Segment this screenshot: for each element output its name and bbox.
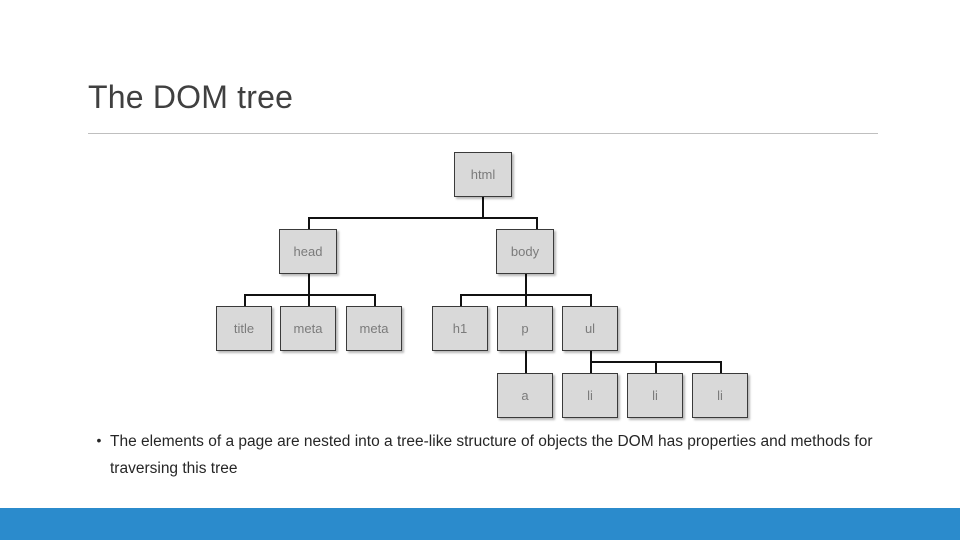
list-item: • The elements of a page are nested into… (88, 428, 888, 482)
tree-node-label: h1 (452, 321, 468, 336)
tree-node-meta-2: meta (346, 306, 402, 351)
bullet-marker: • (96, 432, 102, 448)
tree-node-label: title (233, 321, 255, 336)
edge-p-to-a (525, 351, 527, 373)
edge-body-down (525, 274, 527, 296)
page-title: The DOM tree (88, 79, 294, 115)
tree-node-label: meta (293, 321, 323, 336)
edge-to-head (308, 217, 310, 239)
tree-node-meta-1: meta (280, 306, 336, 351)
dom-tree-diagram: html head body title meta meta h1 p ul a (196, 140, 776, 430)
tree-node-label: a (521, 388, 529, 403)
tree-node-label: li (717, 388, 723, 403)
edge-to-meta1 (308, 294, 310, 316)
tree-node-li-2: li (627, 373, 683, 418)
tree-node-body: body (496, 229, 554, 274)
tree-node-label: li (652, 388, 658, 403)
edge-to-li2 (655, 361, 657, 373)
bullet-text: The elements of a page are nested into a… (110, 433, 873, 478)
edge-to-li3 (720, 361, 722, 373)
edge-to-ul (590, 294, 592, 316)
edge-to-meta2 (374, 294, 376, 316)
tree-node-label: li (587, 388, 593, 403)
tree-node-p: p (497, 306, 553, 351)
footer-accent-bar (0, 508, 960, 540)
tree-node-li-1: li (562, 373, 618, 418)
edge-to-li1 (590, 361, 592, 373)
tree-node-head: head (279, 229, 337, 274)
edge-head-down (308, 274, 310, 296)
tree-node-li-3: li (692, 373, 748, 418)
edge-html-bus (308, 217, 538, 219)
tree-node-label: ul (584, 321, 596, 336)
edge-to-body (536, 217, 538, 239)
tree-node-label: p (521, 321, 529, 336)
tree-node-h1: h1 (432, 306, 488, 351)
edge-html-down (482, 197, 484, 219)
edge-to-p (525, 294, 527, 316)
edge-to-title (244, 294, 246, 316)
tree-node-ul: ul (562, 306, 618, 351)
bullet-list: • The elements of a page are nested into… (88, 428, 888, 482)
tree-node-label: html (470, 167, 496, 182)
tree-node-html: html (454, 152, 512, 197)
title-divider (88, 133, 878, 134)
tree-node-label: body (510, 244, 540, 259)
tree-node-title: title (216, 306, 272, 351)
edge-to-h1 (460, 294, 462, 316)
tree-node-label: meta (359, 321, 389, 336)
edge-ul-down (590, 351, 592, 363)
tree-node-label: head (293, 244, 323, 259)
tree-node-a: a (497, 373, 553, 418)
